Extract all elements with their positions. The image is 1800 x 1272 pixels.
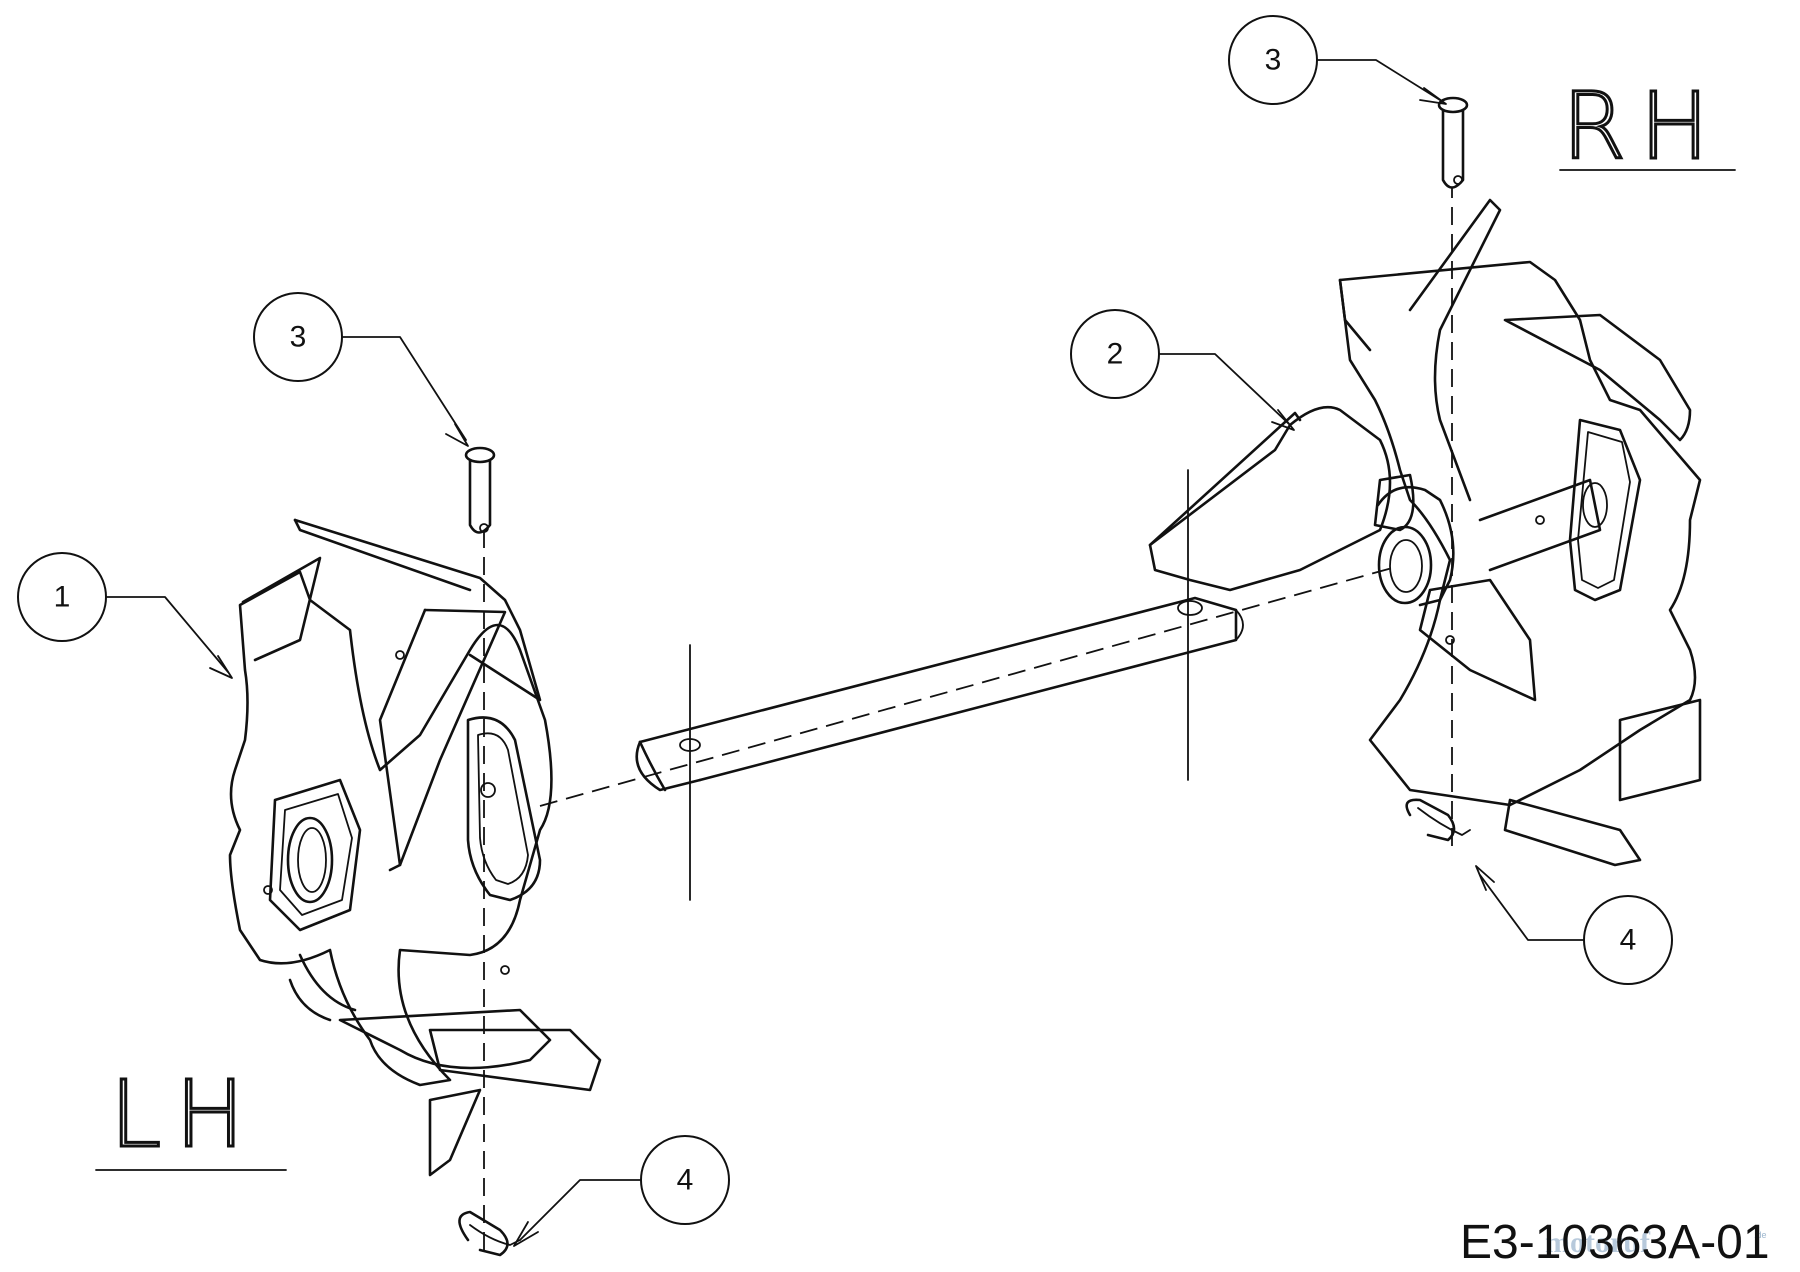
center-axle xyxy=(539,469,1393,901)
callout-1: 1 xyxy=(17,552,233,679)
callout-2: 2 xyxy=(1070,309,1295,431)
left-hairpin-clip xyxy=(458,1210,521,1257)
callout-4-right: 4 xyxy=(1475,865,1673,985)
callout-3-left: 3 xyxy=(253,292,469,447)
svg-text:LH: LH xyxy=(110,1061,258,1168)
left-tine-assembly xyxy=(228,518,602,1177)
callout-number: 4 xyxy=(1620,924,1637,957)
watermark: motoruf xyxy=(1545,1226,1651,1259)
callout-number: 3 xyxy=(290,321,307,354)
callout-number: 1 xyxy=(54,581,71,614)
left-clevis-pin xyxy=(464,446,496,534)
left-side-label: LH xyxy=(95,1060,287,1171)
drawing-code: E3-10363A-01 xyxy=(1460,1216,1770,1269)
callout-number: 3 xyxy=(1265,44,1282,77)
right-side-label: RH xyxy=(1559,72,1736,182)
callout-number: 4 xyxy=(677,1164,694,1197)
svg-text:RH: RH xyxy=(1562,73,1723,180)
watermark-suffix: .de xyxy=(1754,1230,1767,1240)
right-clevis-pin xyxy=(1437,96,1469,189)
right-hairpin-clip xyxy=(1405,798,1471,842)
callout-4-left: 4 xyxy=(513,1135,730,1247)
callout-number: 2 xyxy=(1107,338,1124,371)
right-tine-assembly xyxy=(1148,198,1702,867)
callout-3-right: 3 xyxy=(1228,15,1447,105)
